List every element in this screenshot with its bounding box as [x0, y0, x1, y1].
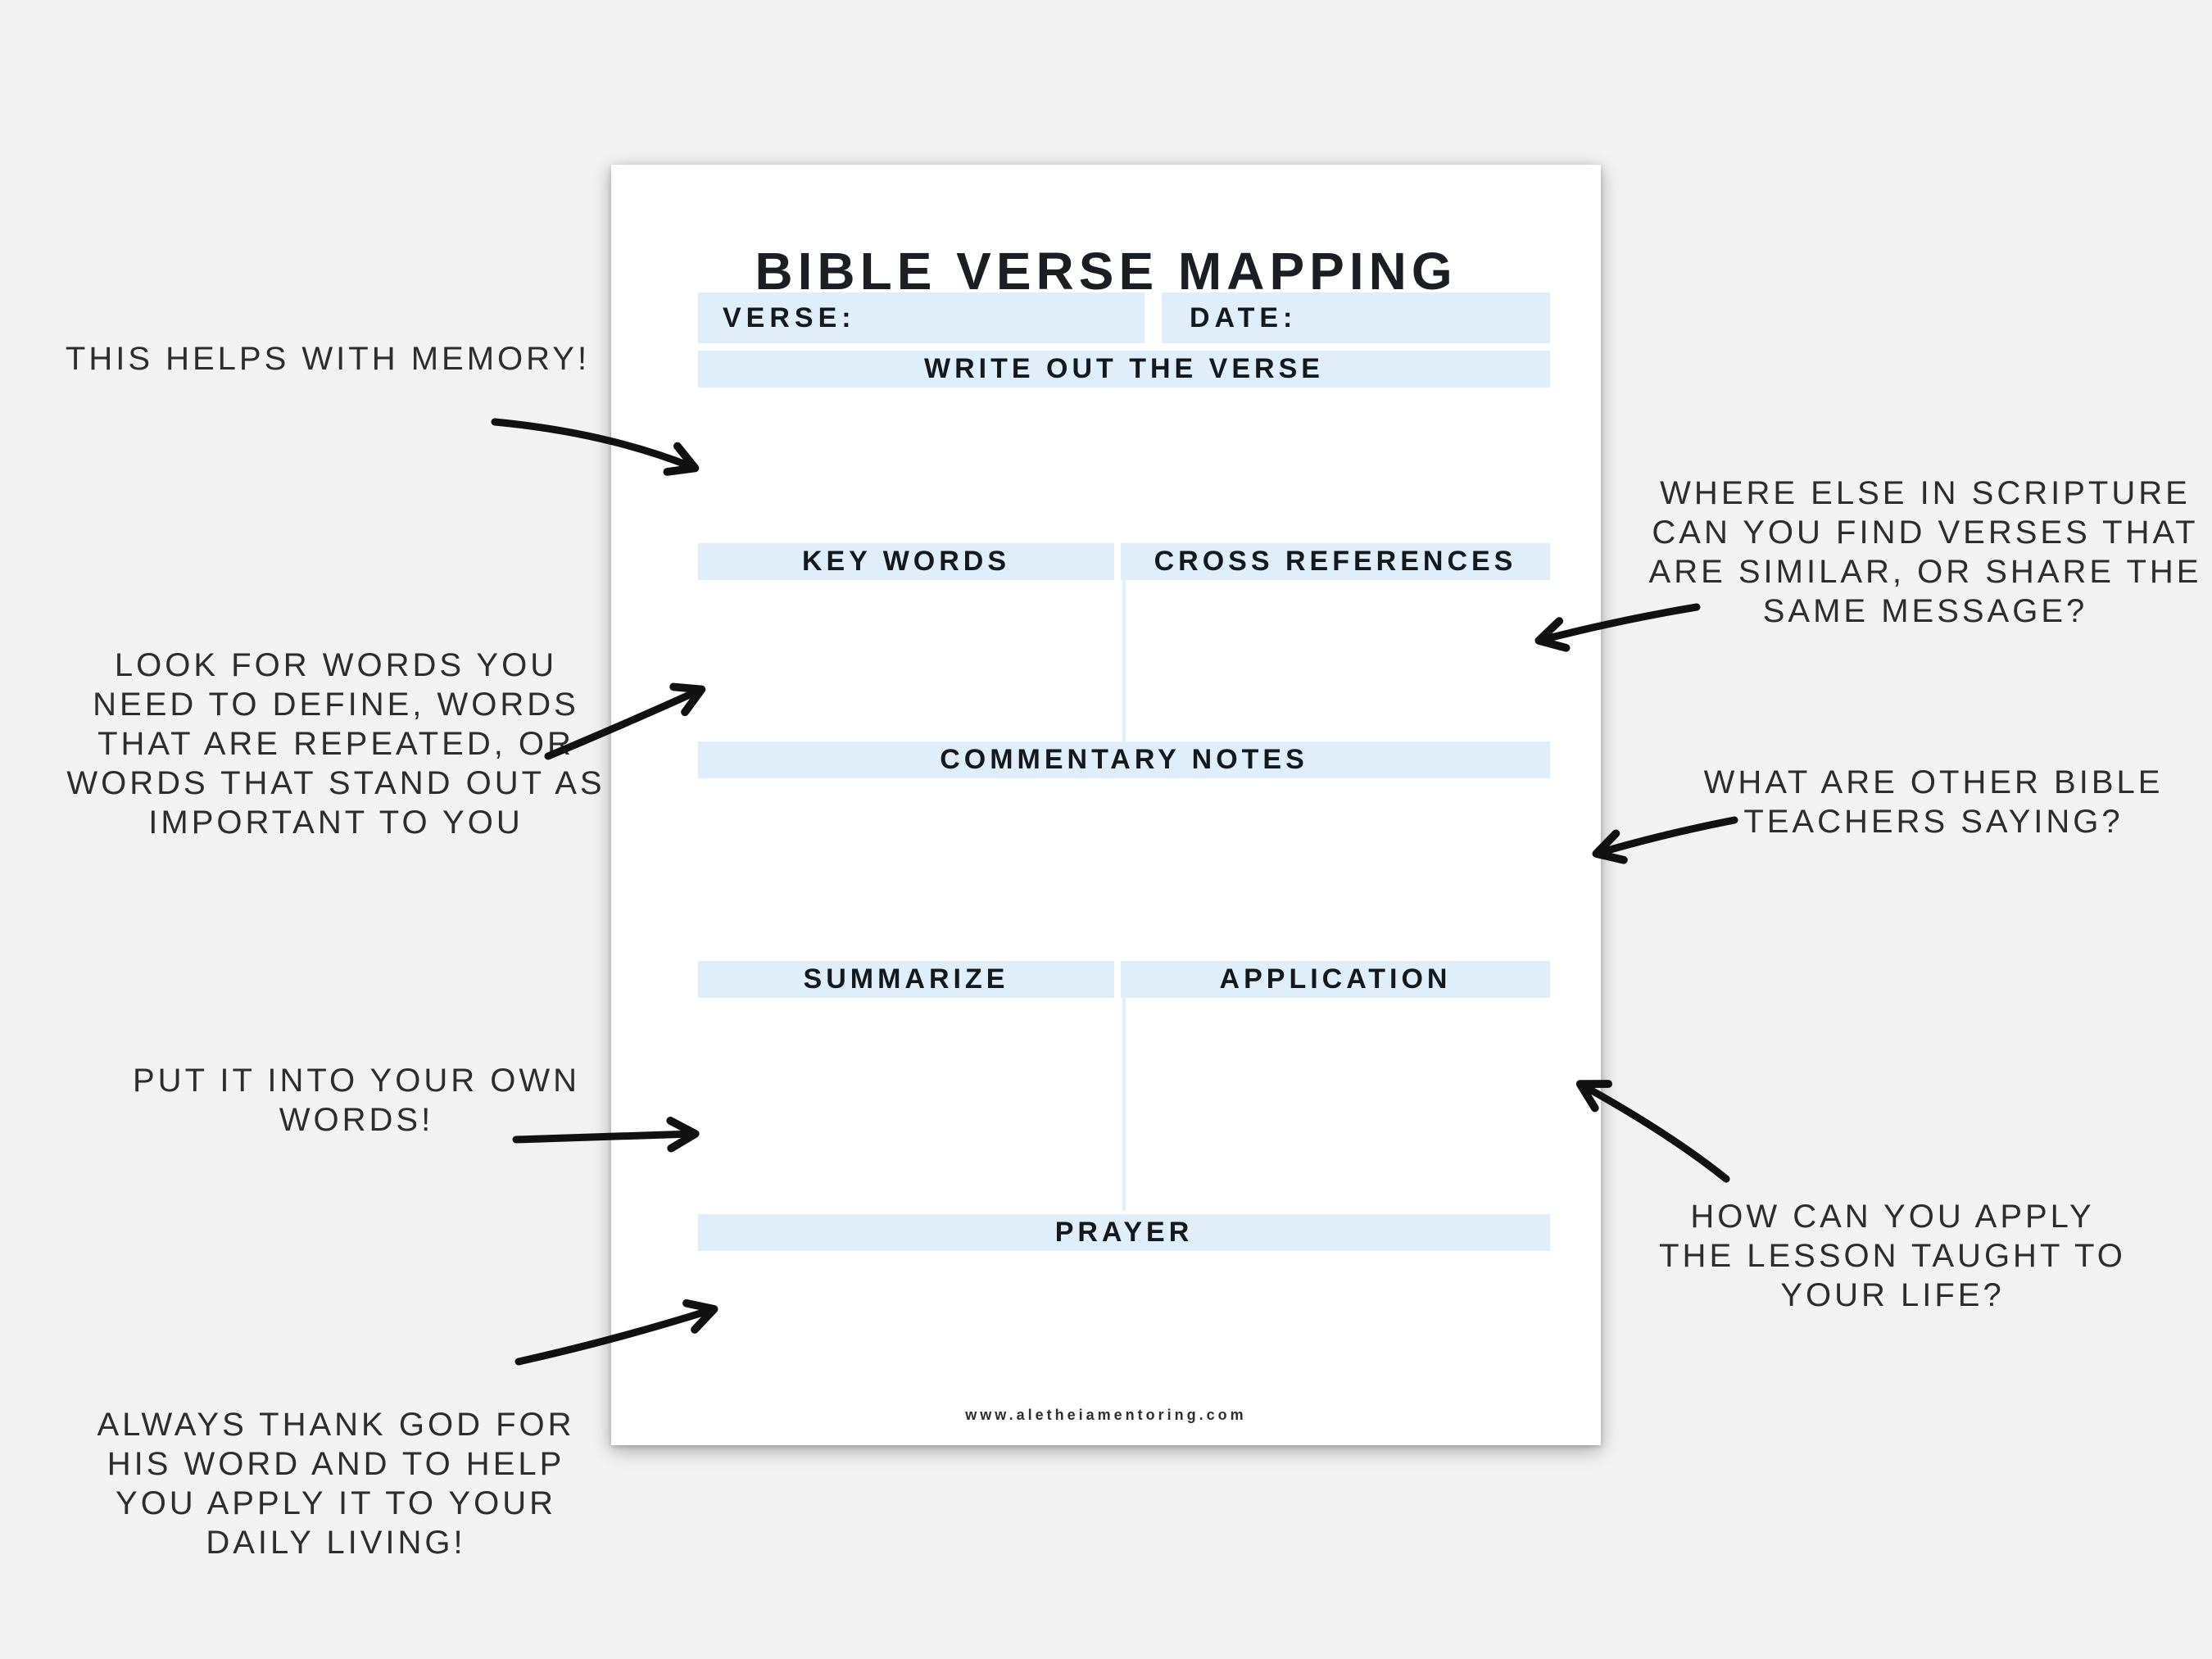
note-summarize: PUT IT INTO YOUR OWN WORDS! [133, 1063, 580, 1138]
summarize-area[interactable] [698, 998, 1114, 1211]
note-key-words: LOOK FOR WORDS YOU NEED TO DEFINE, WORDS… [66, 647, 605, 841]
note-memory: THIS HELPS WITH MEMORY! [65, 341, 591, 377]
commentary-notes-area[interactable] [698, 778, 1550, 961]
note-application: HOW CAN YOU APPLY THE LESSON TAUGHT TO Y… [1659, 1199, 2126, 1313]
section-header-summarize: SUMMARIZE [698, 961, 1114, 998]
verse-field[interactable]: VERSE: [698, 292, 1145, 343]
section-header-application: APPLICATION [1121, 961, 1550, 998]
application-area[interactable] [1126, 998, 1550, 1211]
section-header-write-verse: WRITE OUT THE VERSE [698, 351, 1550, 388]
prayer-area[interactable] [698, 1251, 1550, 1398]
date-field[interactable]: DATE: [1162, 292, 1550, 343]
section-header-cross-references: CROSS REFERENCES [1121, 543, 1550, 580]
worksheet-page: BIBLE VERSE MAPPING VERSE: DATE: WRITE O… [611, 165, 1601, 1445]
note-commentary: WHAT ARE OTHER BIBLE TEACHERS SAYING? [1703, 764, 2164, 840]
note-cross-references: WHERE ELSE IN SCRIPTURE CAN YOU FIND VER… [1648, 475, 2202, 629]
column-divider [1122, 998, 1126, 1211]
section-header-key-words: KEY WORDS [698, 543, 1114, 580]
worksheet-content: VERSE: DATE: WRITE OUT THE VERSE KEY WOR… [698, 165, 1550, 1445]
section-header-prayer: PRAYER [698, 1214, 1550, 1251]
column-divider [1122, 580, 1126, 741]
key-words-area[interactable] [698, 580, 1114, 741]
write-verse-area[interactable] [698, 388, 1550, 543]
cross-references-area[interactable] [1126, 580, 1550, 741]
verse-field-label: VERSE: [723, 302, 856, 333]
section-header-commentary-notes: COMMENTARY NOTES [698, 741, 1550, 778]
page-title: BIBLE VERSE MAPPING [755, 242, 1457, 301]
note-prayer: ALWAYS THANK GOD FOR HIS WORD AND TO HEL… [97, 1407, 575, 1561]
footer-url: www.aletheiamentoring.com [965, 1407, 1247, 1423]
application-arrow [1575, 1080, 1730, 1183]
date-field-label: DATE: [1190, 302, 1298, 333]
